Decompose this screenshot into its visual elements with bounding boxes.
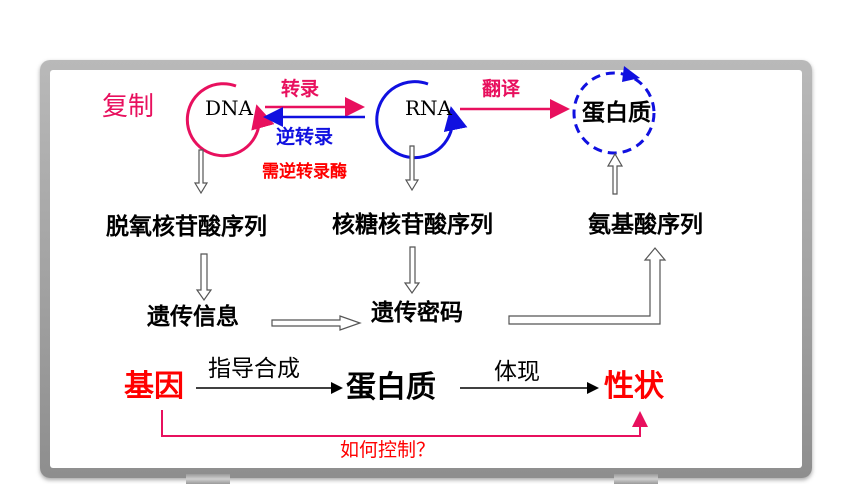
info-to-code-arrow [271,315,362,331]
guide-synthesis-label: 指导合成 [208,356,300,382]
rna-loop-arrow [375,80,468,160]
rna-to-ribo-arrow [404,145,420,192]
deoxy-sequence-label: 脱氧核苷酸序列 [106,214,267,240]
deoxy-to-info-arrow [195,253,213,302]
gene-label: 基因 [124,369,184,404]
genetic-info-label: 遗传信息 [147,304,239,330]
rna-label: RNA [405,96,453,120]
whiteboard-leg-left [186,474,230,484]
whiteboard-leg-right [614,474,658,484]
amino-to-protein-arrow [606,152,624,195]
amino-sequence-label: 氨基酸序列 [588,212,703,238]
replication-loop-arrow [185,82,275,158]
dna-to-deoxy-arrow [193,149,209,195]
how-control-bracket [161,410,648,437]
replication-label: 复制 [102,92,155,122]
trait-label: 性状 [604,369,664,404]
ribo-sequence-label: 核糖核苷酸序列 [332,212,493,238]
transcription-label: 转录 [281,78,320,100]
protein-loop-circle [572,71,656,155]
reverse-transcription-label: 逆转录 [276,126,334,148]
genetic-code-label: 遗传密码 [371,300,463,326]
manifest-label: 体现 [494,359,540,385]
protein-bottom-label: 蛋白质 [346,370,436,405]
code-to-amino-arrow [508,247,667,325]
translation-label: 翻译 [482,78,521,100]
how-control-label: 如何控制？ [340,439,436,461]
protein-loop-arrowhead [622,66,640,82]
whiteboard-surface [50,70,802,468]
enzyme-label: 需逆转录酶 [262,162,347,182]
dna-label: DNA [205,96,253,120]
protein-top-label: 蛋白质 [582,100,651,126]
ribo-to-code-arrow [403,246,421,295]
